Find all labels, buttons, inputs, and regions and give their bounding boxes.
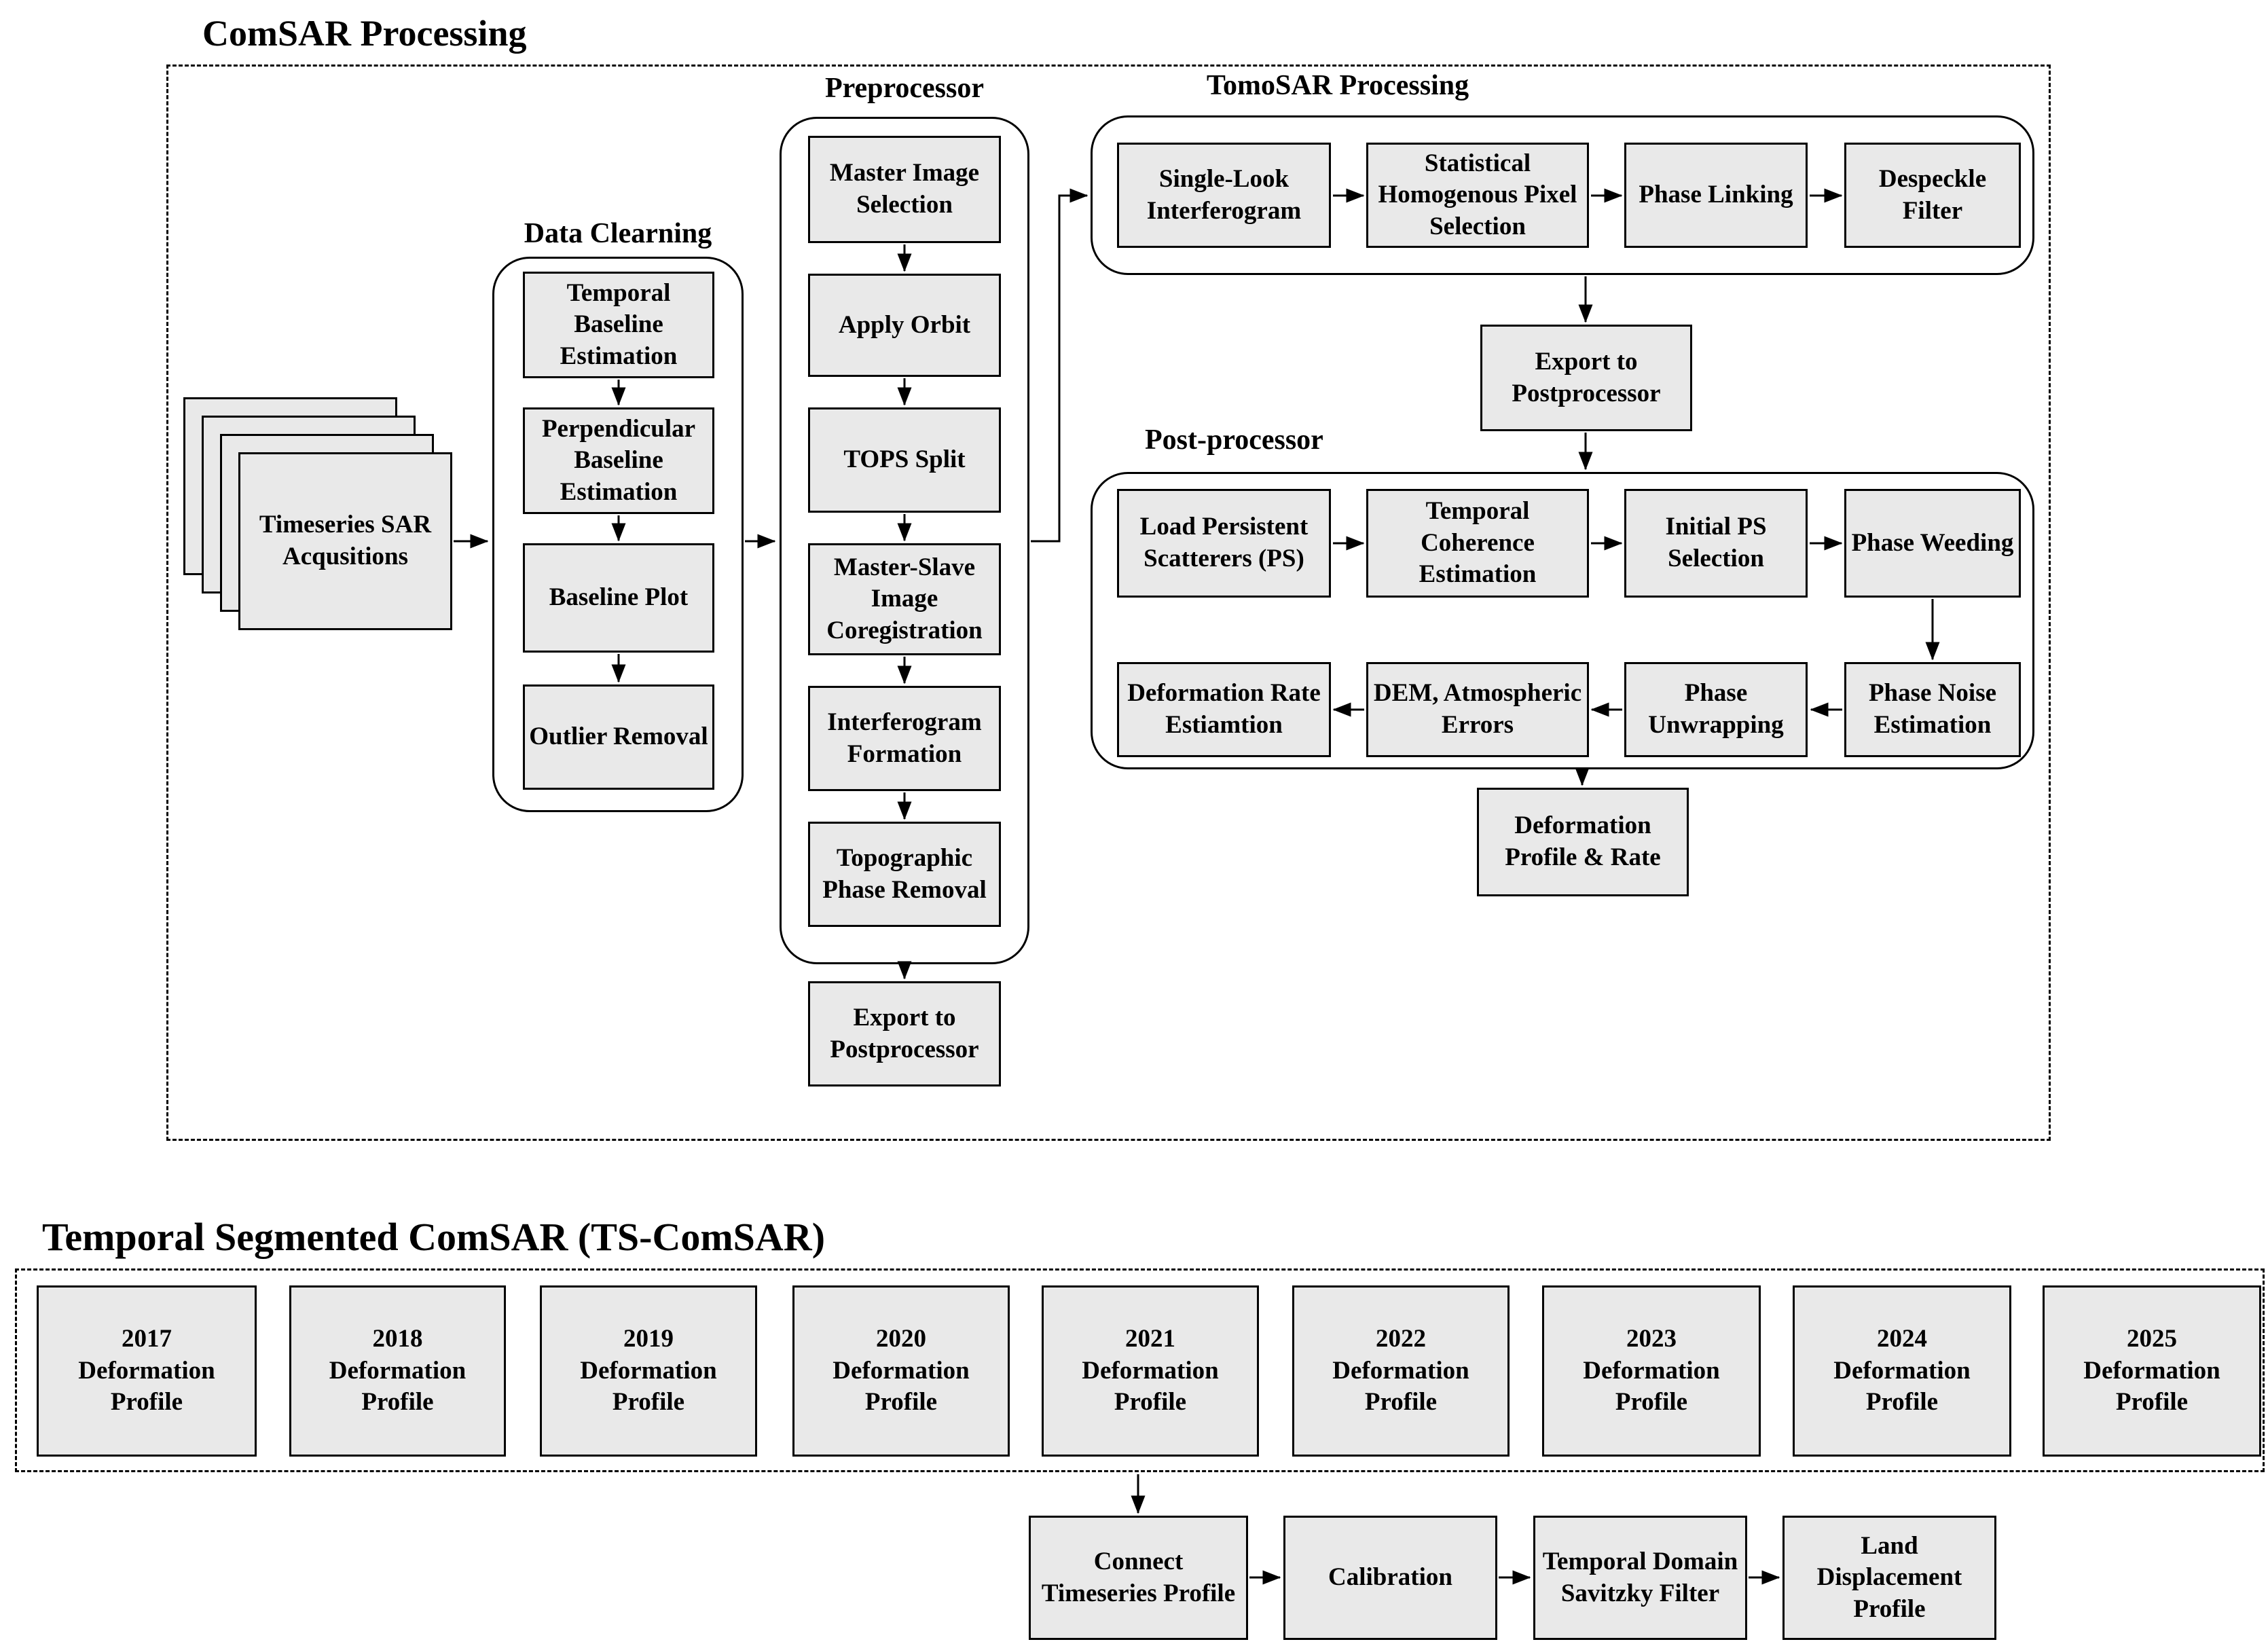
node-year-profile-2020: 2020 Deformation Profile <box>792 1285 1010 1457</box>
year-text: 2017 <box>122 1325 172 1353</box>
node-connect-timeseries-profile: Connect Timeseries Profile <box>1029 1516 1248 1640</box>
node-temporal-domain-savitzky-filter: Temporal Domain Savitzky Filter <box>1533 1516 1747 1640</box>
year-label: Deformation Profile <box>329 1356 467 1417</box>
node-deformation-profile-and-rate: Deformation Profile & Rate <box>1477 788 1689 896</box>
year-label: Deformation Profile <box>78 1356 215 1417</box>
year-text: 2019 <box>623 1325 674 1353</box>
year-text: 2023 <box>1626 1325 1677 1353</box>
node-despeckle-filter: Despeckle Filter <box>1844 143 2021 248</box>
year-text: 2018 <box>372 1325 423 1353</box>
node-year-profile-2024: 2024 Deformation Profile <box>1793 1285 2011 1457</box>
node-timeseries-sar-acquisitions: Timeseries SAR Acqusitions <box>238 452 452 630</box>
year-text: 2021 <box>1125 1325 1175 1353</box>
year-label: Deformation Profile <box>2083 1356 2220 1417</box>
node-year-profile-2023: 2023 Deformation Profile <box>1542 1285 1761 1457</box>
node-initial-ps-selection: Initial PS Selection <box>1624 489 1808 598</box>
node-export-to-postprocessor-preprocessor: Export to Postprocessor <box>808 981 1001 1086</box>
node-phase-noise-estimation: Phase Noise Estimation <box>1844 662 2021 757</box>
tomosar-processing-group <box>1091 115 2034 275</box>
node-outlier-removal: Outlier Removal <box>523 684 714 790</box>
data-clearning-group <box>492 257 744 812</box>
preprocessor-label: Preprocessor <box>824 73 985 104</box>
year-text: 2024 <box>1877 1325 1927 1353</box>
node-statistical-homogenous-pixel-selection: Statistical Homogenous Pixel Selection <box>1366 143 1589 248</box>
year-text: 2022 <box>1376 1325 1426 1353</box>
comsar-processing-container <box>166 65 2051 1141</box>
node-baseline-plot: Baseline Plot <box>523 543 714 653</box>
node-year-profile-2025: 2025 Deformation Profile <box>2043 1285 2261 1457</box>
node-interferogram-formation: Interferogram Formation <box>808 686 1001 791</box>
post-processor-label: Post-processor <box>1145 424 1323 456</box>
node-phase-linking: Phase Linking <box>1624 143 1808 248</box>
node-apply-orbit: Apply Orbit <box>808 274 1001 377</box>
node-load-persistent-scatterers: Load Persistent Scatterers (PS) <box>1117 489 1331 598</box>
node-phase-unwrapping: Phase Unwrapping <box>1624 662 1808 757</box>
node-year-profile-2018: 2018 Deformation Profile <box>289 1285 506 1457</box>
node-land-displacement-profile: Land Displacement Profile <box>1782 1516 1996 1640</box>
data-clearning-label: Data Clearning <box>524 218 712 249</box>
tomosar-processing-label: TomoSAR Processing <box>1206 70 1469 101</box>
year-label: Deformation Profile <box>1332 1356 1469 1417</box>
node-calibration: Calibration <box>1283 1516 1497 1640</box>
node-year-profile-2021: 2021 Deformation Profile <box>1042 1285 1259 1457</box>
node-master-image-selection: Master Image Selection <box>808 136 1001 243</box>
year-text: 2020 <box>876 1325 926 1353</box>
node-master-slave-image-coregistration: Master-Slave Image Coregistration <box>808 543 1001 655</box>
node-topographic-phase-removal: Topographic Phase Removal <box>808 822 1001 927</box>
main-title: ComSAR Processing <box>202 13 527 54</box>
node-single-look-interferogram: Single-Look Interferogram <box>1117 143 1331 248</box>
node-temporal-coherence-estimation: Temporal Coherence Estimation <box>1366 489 1589 598</box>
node-tops-split: TOPS Split <box>808 407 1001 513</box>
post-processor-group <box>1091 472 2034 769</box>
node-perpendicular-baseline-estimation: Perpendicular Baseline Estimation <box>523 407 714 514</box>
node-year-profile-2022: 2022 Deformation Profile <box>1292 1285 1510 1457</box>
node-year-profile-2017: 2017 Deformation Profile <box>37 1285 257 1457</box>
node-export-to-postprocessor-tomosar: Export to Postprocessor <box>1480 325 1692 431</box>
node-phase-weeding: Phase Weeding <box>1844 489 2021 598</box>
node-temporal-baseline-estimation: Temporal Baseline Estimation <box>523 272 714 378</box>
year-label: Deformation Profile <box>833 1356 970 1417</box>
year-label: Deformation Profile <box>1833 1356 1971 1417</box>
ts-comsar-container <box>15 1268 2265 1472</box>
year-label: Deformation Profile <box>580 1356 717 1417</box>
ts-comsar-title: Temporal Segmented ComSAR (TS-ComSAR) <box>42 1215 826 1259</box>
year-label: Deformation Profile <box>1082 1356 1219 1417</box>
year-label: Deformation Profile <box>1583 1356 1720 1417</box>
year-text: 2025 <box>2127 1325 2177 1353</box>
node-deformation-rate-estimation: Deformation Rate Estiamtion <box>1117 662 1331 757</box>
node-year-profile-2019: 2019 Deformation Profile <box>540 1285 757 1457</box>
node-dem-atmospheric-errors: DEM, Atmospheric Errors <box>1366 662 1589 757</box>
